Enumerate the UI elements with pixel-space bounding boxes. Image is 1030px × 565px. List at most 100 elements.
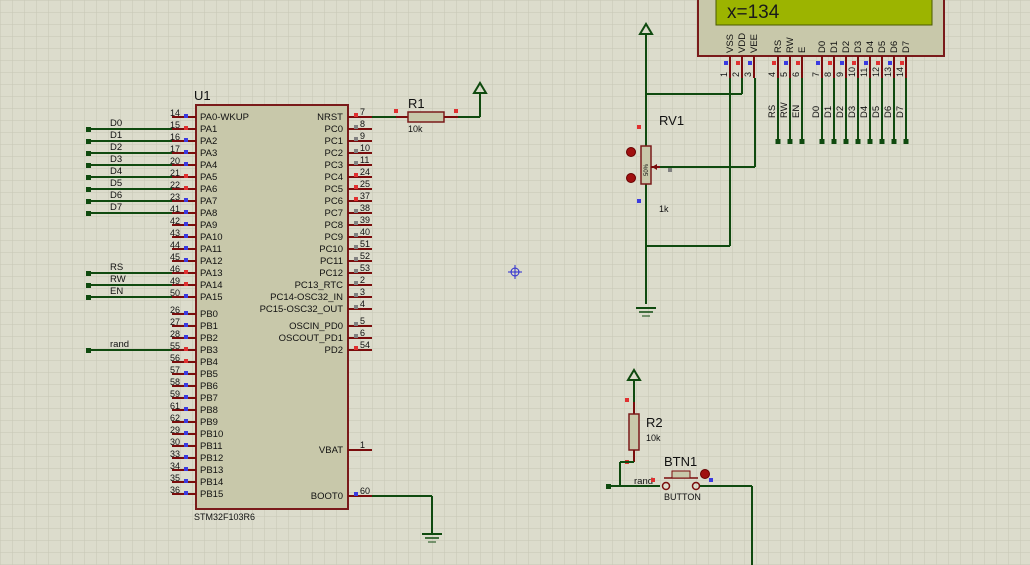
mcu-pin-name: PA3	[200, 148, 217, 159]
rv1-body[interactable]	[640, 145, 652, 185]
r1-body[interactable]	[407, 111, 445, 123]
rv1-wiper-arrow	[652, 164, 657, 170]
potentiometer-rv1[interactable]: 50% RV1 1k	[626, 113, 685, 214]
resistor-r1[interactable]: R1 10k	[394, 96, 458, 134]
lcd-module[interactable]: x=134 VSS1VDD2VEE3RS4RSRW5RWE6END07D0D18…	[697, 0, 945, 144]
mcu-pin-number: 17	[170, 144, 180, 154]
r2-body[interactable]	[628, 413, 640, 451]
mcu-pin-number: 40	[360, 227, 370, 237]
resistor-r2[interactable]: R2 10k	[625, 398, 663, 464]
mcu-pin-number: 14	[170, 108, 180, 118]
mcu-body[interactable]	[195, 104, 349, 510]
mcu-pin-number: 49	[170, 276, 180, 286]
net-terminal	[86, 139, 91, 144]
net-terminal	[775, 139, 781, 144]
btn1-press-toggle[interactable]	[700, 469, 710, 479]
btn1-cap[interactable]	[671, 470, 691, 479]
mcu-pin-marker	[354, 257, 358, 261]
lcd-pin-name: D4	[865, 41, 876, 53]
mcu-pin-marker	[184, 335, 188, 339]
mcu-pin-number: 50	[170, 288, 180, 298]
net-label-d0: D0	[110, 118, 122, 129]
mcu-pin-marker	[354, 492, 358, 496]
mcu-pin-name: PB4	[200, 357, 218, 368]
rv1-adjust-down[interactable]	[626, 173, 636, 183]
lcd-pin-marker	[828, 61, 832, 65]
rv1-adjust-up[interactable]	[626, 147, 636, 157]
pushbutton-btn1[interactable]: BTN1 BUTTON	[651, 454, 713, 502]
mcu-pin-marker	[184, 491, 188, 495]
